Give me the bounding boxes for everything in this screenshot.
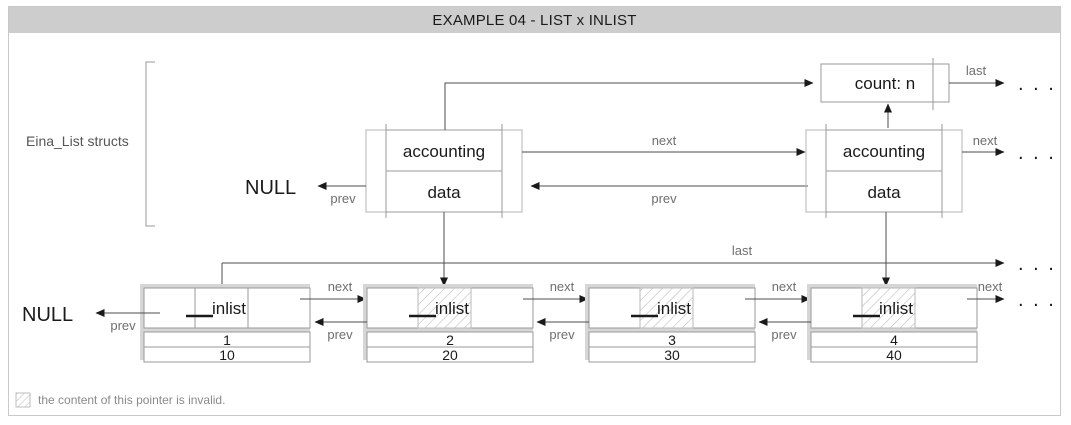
node2-next-arrow: next . . .: [962, 133, 1056, 164]
list-node-2-accounting: accounting: [843, 142, 925, 161]
inlist2-next-label: next: [550, 279, 575, 294]
inlist3-prev-arrow: prev: [536, 318, 589, 342]
inlist1-next-arrow: next: [300, 279, 367, 303]
inlist-node-4-value1: 4: [890, 332, 898, 348]
node1-accounting-to-count: [444, 79, 814, 130]
last-arrow-label: last: [732, 243, 753, 258]
inlist-node-2-value2: 20: [442, 347, 458, 363]
node1-next-label: next: [652, 133, 677, 148]
node1-prev-null: prev NULL: [245, 177, 366, 206]
inlist-node-4-value2: 40: [886, 347, 902, 363]
legend-text: the content of this pointer is invalid.: [38, 393, 225, 407]
count-box: count: n: [820, 58, 950, 110]
inlist4-next-arrow: next . . .: [967, 279, 1056, 311]
count-last-arrow: last . . .: [949, 63, 1056, 95]
list-node-2: accounting data: [805, 124, 963, 218]
list-node-1: accounting data: [365, 124, 523, 218]
node1-prev-label: prev: [330, 191, 356, 206]
node2-prev-arrow: prev: [530, 182, 808, 206]
inlist-node-4-invalid-hatch: [861, 287, 916, 329]
inlist1-next-label: next: [328, 279, 353, 294]
count-last-label: last: [966, 63, 987, 78]
inlist-node-4: inlist 4 40: [807, 284, 978, 363]
node2-next-target: . . .: [1018, 142, 1056, 164]
inlist2-next-arrow: next: [523, 279, 589, 303]
inlist-node-3-value2: 30: [664, 347, 680, 363]
page-title: EXAMPLE 04 - LIST x INLIST: [432, 11, 637, 29]
last-arrow-target: . . .: [1018, 253, 1056, 275]
group-bracket: [145, 61, 155, 227]
group-label: Eina_List structs: [26, 133, 129, 149]
node1-next-arrow: next: [522, 133, 806, 156]
inlist-node-2-value1: 2: [446, 332, 454, 348]
inlist4-next-label: next: [978, 279, 1003, 294]
inlist-node-1: inlist 1 10: [140, 284, 311, 363]
title-bar: EXAMPLE 04 - LIST x INLIST: [9, 7, 1060, 33]
inlist4-prev-label: prev: [771, 327, 797, 342]
null-label-top: NULL: [245, 177, 296, 199]
inlist-node-3: inlist 3 30: [585, 284, 756, 363]
inlist-node-3-value1: 3: [668, 332, 676, 348]
inlist-node-4-pointer: inlist: [879, 299, 913, 318]
inlist1-prev-null: prev NULL: [22, 304, 160, 333]
node2-next-label: next: [973, 133, 998, 148]
inlist-node-1-pointer: inlist: [212, 299, 246, 318]
count-last-target: . . .: [1018, 73, 1056, 95]
node2-prev-label: prev: [651, 191, 677, 206]
count-box-label: count: n: [855, 74, 916, 93]
null-label-bottom: NULL: [22, 304, 73, 326]
legend: the content of this pointer is invalid.: [15, 392, 225, 408]
list-node-1-accounting: accounting: [403, 142, 485, 161]
inlist-node-2: inlist 2 20: [363, 284, 534, 363]
legend-hatch-icon: [15, 392, 31, 408]
list-node-1-data: data: [427, 183, 461, 202]
inlist-tail-target: . . .: [1018, 289, 1056, 311]
inlist-node-2-invalid-hatch: [417, 287, 472, 329]
inlist2-prev-label: prev: [327, 327, 353, 342]
inlist1-prev-label: prev: [110, 318, 136, 333]
inlist-node-3-invalid-hatch: [639, 287, 694, 329]
list-node-2-data: data: [867, 183, 901, 202]
inlist-node-1-value2: 10: [219, 347, 235, 363]
inlist4-prev-arrow: prev: [758, 318, 811, 342]
inlist3-prev-label: prev: [549, 327, 575, 342]
inlist3-next-arrow: next: [745, 279, 811, 303]
inlist-node-3-pointer: inlist: [657, 299, 691, 318]
inlist3-next-label: next: [772, 279, 797, 294]
inlist-node-1-value1: 1: [223, 332, 231, 348]
last-arrow: last . . .: [222, 243, 1056, 275]
inlist2-prev-arrow: prev: [314, 318, 367, 342]
inlist-node-2-pointer: inlist: [435, 299, 469, 318]
